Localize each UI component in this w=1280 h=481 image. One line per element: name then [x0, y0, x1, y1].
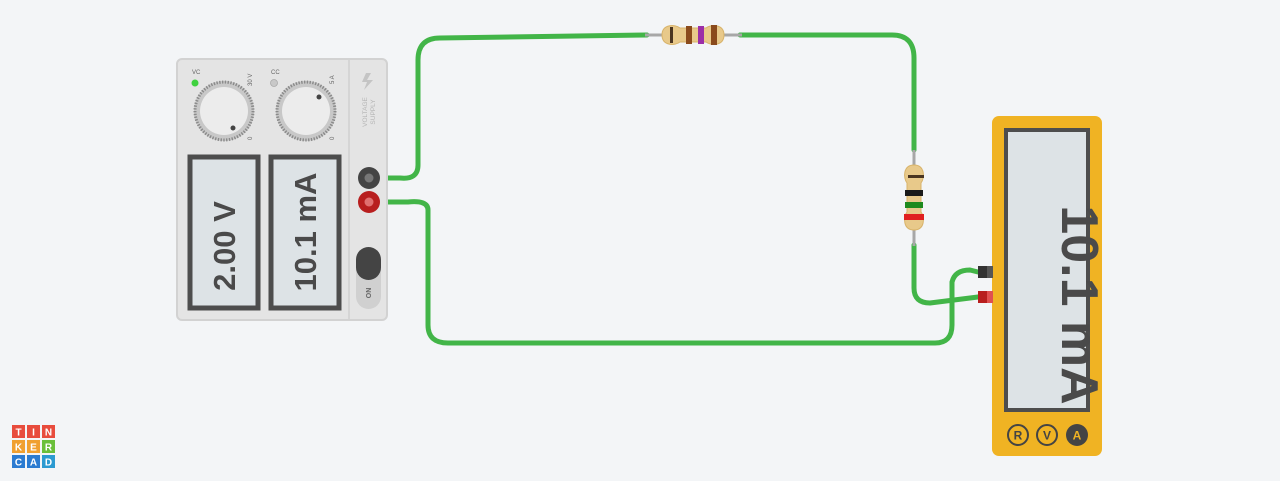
mode-a-label: A [1073, 429, 1082, 443]
min-voltage-label: 0 [248, 136, 254, 140]
max-current-label: 5 A [330, 75, 336, 84]
mode-r-label: R [1014, 429, 1023, 443]
min-current-label: 0 [330, 136, 336, 140]
logo-letter: K [15, 443, 23, 454]
mode-a-ring [1066, 424, 1088, 446]
logo-letter: T [15, 428, 21, 439]
resistor-1-band [670, 27, 673, 43]
logo-tile [42, 440, 55, 453]
logo-letter: N [45, 428, 52, 439]
cc-label: CC [271, 70, 280, 76]
mode-button-a[interactable]: A [1066, 424, 1088, 446]
current-knob-pointer [316, 94, 322, 100]
resistor-2-band [904, 214, 924, 220]
meter-pos-jack-tip [987, 291, 993, 303]
logo-tile [27, 425, 40, 438]
meter-com-jack-tip [987, 266, 993, 278]
negative-terminal[interactable] [358, 167, 380, 189]
power-switch-label: ON [366, 288, 373, 299]
current-knob-grip [275, 80, 337, 142]
tinkercad-logo: T I N K E R C A D [12, 425, 55, 469]
current-knob[interactable] [275, 80, 337, 142]
mode-v-ring [1036, 424, 1058, 446]
resistor-2-band [905, 190, 923, 196]
logo-tile [12, 440, 25, 453]
max-voltage-label: 30 V [248, 74, 254, 86]
cc-indicator-light [270, 79, 278, 87]
current-display-text: 10.1 mA [288, 173, 323, 292]
logo-letter: A [30, 458, 37, 469]
resistor-1-body [661, 25, 725, 45]
voltage-knob-pointer [230, 125, 236, 131]
voltage-display-text: 2.00 V [207, 201, 242, 291]
wire-supply-neg-to-resistor1[interactable] [366, 32, 650, 181]
voltage-knob[interactable] [193, 80, 255, 142]
resistor-1-band [711, 25, 717, 45]
voltage-knob-grip [193, 80, 255, 142]
mode-v-label: V [1043, 429, 1051, 443]
positive-terminal[interactable] [358, 191, 380, 213]
lightning-icon [362, 73, 373, 90]
meter-pos-terminal[interactable] [978, 291, 993, 303]
logo-letter: I [32, 428, 35, 439]
vc-indicator-light [191, 79, 199, 87]
meter-com-terminal[interactable] [978, 266, 993, 278]
logo-letter: C [15, 458, 22, 469]
logo-tile [12, 425, 25, 438]
resistor-2-body [904, 164, 924, 231]
voltage-display [187, 154, 261, 311]
logo-tile [42, 455, 55, 468]
logo-tile [27, 440, 40, 453]
power-switch-handle [356, 247, 381, 280]
multimeter-display-text: 10.1 mA [1050, 205, 1108, 404]
logo-tile [12, 455, 25, 468]
multimeter[interactable]: 10.1 mA R V A [978, 116, 1108, 456]
positive-terminal-inner [364, 197, 374, 207]
power-switch[interactable]: ON [356, 247, 381, 309]
current-knob-face [282, 87, 330, 135]
power-supply[interactable]: VC CC 30 V 0 5 A 0 2.00 V 10.1 mA VOLTAG… [176, 58, 388, 321]
resistor-2-band [908, 175, 924, 178]
wire-supply-pos-to-meter-com[interactable] [366, 199, 981, 346]
resistor-1[interactable] [645, 25, 742, 45]
logo-letter: R [45, 443, 53, 454]
voltage-knob-face [200, 87, 248, 135]
logo-letter: E [30, 443, 37, 454]
supply-side-label-1: VOLTAGE [362, 96, 369, 126]
multimeter-display [1004, 128, 1090, 412]
mode-button-v[interactable]: V [1036, 424, 1058, 446]
mode-button-r[interactable]: R [1007, 424, 1029, 446]
vc-label: VC [192, 70, 201, 76]
mode-r-ring [1007, 424, 1029, 446]
current-display [268, 154, 342, 311]
negative-terminal-inner [364, 173, 374, 183]
resistor-2[interactable] [904, 150, 924, 246]
wires [366, 32, 981, 346]
wire-resistor1-to-resistor2[interactable] [737, 32, 917, 153]
resistor-1-band [686, 26, 692, 44]
logo-tile [27, 455, 40, 468]
logo-tile [42, 425, 55, 438]
wire-resistor2-to-meter-pos[interactable] [911, 242, 981, 306]
logo-letter: D [45, 458, 52, 469]
supply-side-label-2: SUPPLY [370, 99, 377, 125]
resistor-2-band [905, 202, 923, 208]
resistor-1-band [698, 26, 704, 44]
